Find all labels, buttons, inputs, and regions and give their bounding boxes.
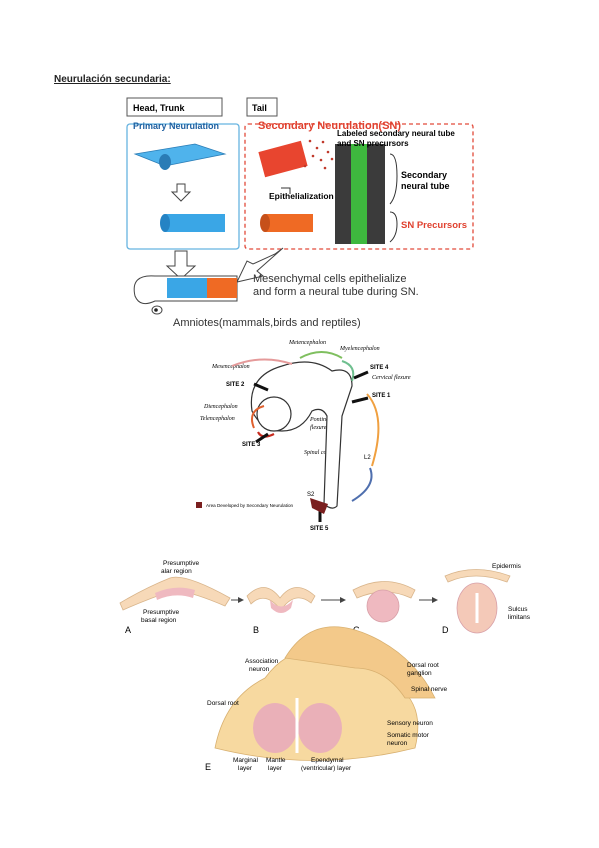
secondary-neurulation-title: Secondary Neurulation(SN): [258, 120, 401, 132]
dorsal-root-label: Dorsal root: [207, 700, 239, 707]
spinal-nerve-label: Spinal nerve: [411, 686, 448, 693]
metencephalon-label: Metencephalon: [288, 340, 326, 346]
primary-neurulation-title: Primary Neurulation: [133, 121, 219, 131]
site1-label: SITE 1: [372, 393, 391, 399]
mesencephalon-label: Mesencephalon: [211, 364, 250, 370]
s2-label: S2: [307, 492, 315, 498]
sn-precursors-label: SN Precursors: [401, 220, 467, 231]
legend-label: Area Developed by Secondary Neurulation: [206, 503, 294, 508]
epithelialization-label: Epithelialization: [269, 191, 334, 201]
tail-label: Tail: [252, 103, 267, 113]
ependymal-layer-label: Ependymal(ventricular) layer: [301, 757, 352, 772]
amniotes-label: Amniotes(mammals,birds and reptiles): [173, 317, 361, 329]
neurulation-figure: Head, Trunk Tail Primary Neurulation Sec…: [125, 96, 475, 334]
site5-label: SITE 5: [310, 526, 329, 532]
panel-d-label: D: [442, 625, 449, 635]
panel-c-label: C: [353, 625, 360, 635]
sites-figure: Metencephalon Myelencephalon Mesencephal…: [192, 336, 432, 536]
site3-label: SITE 3: [242, 442, 261, 448]
epidermis-label: Epidermis: [492, 563, 522, 570]
diencephalon-label: Diencephalon: [203, 404, 238, 410]
section-heading: Neurulación secundaria:: [54, 74, 171, 85]
head-trunk-label: Head, Trunk: [133, 103, 186, 113]
site4-label: SITE 4: [370, 365, 389, 371]
telencephalon-label: Telencephalon: [200, 416, 235, 422]
panel-b-label: B: [253, 625, 259, 635]
site2-label: SITE 2: [226, 382, 245, 388]
cervical-flexure-label: Cervical flexure: [372, 374, 411, 381]
panel-a-label: A: [125, 625, 131, 635]
l2-label: L2: [364, 455, 371, 461]
panel-e-label: E: [205, 762, 211, 772]
spinal-cord-label: Spinal cord: [304, 450, 333, 456]
myelencephalon-label: Myelencephalon: [339, 346, 380, 352]
sensory-neuron-label: Sensory neuron: [387, 720, 433, 727]
